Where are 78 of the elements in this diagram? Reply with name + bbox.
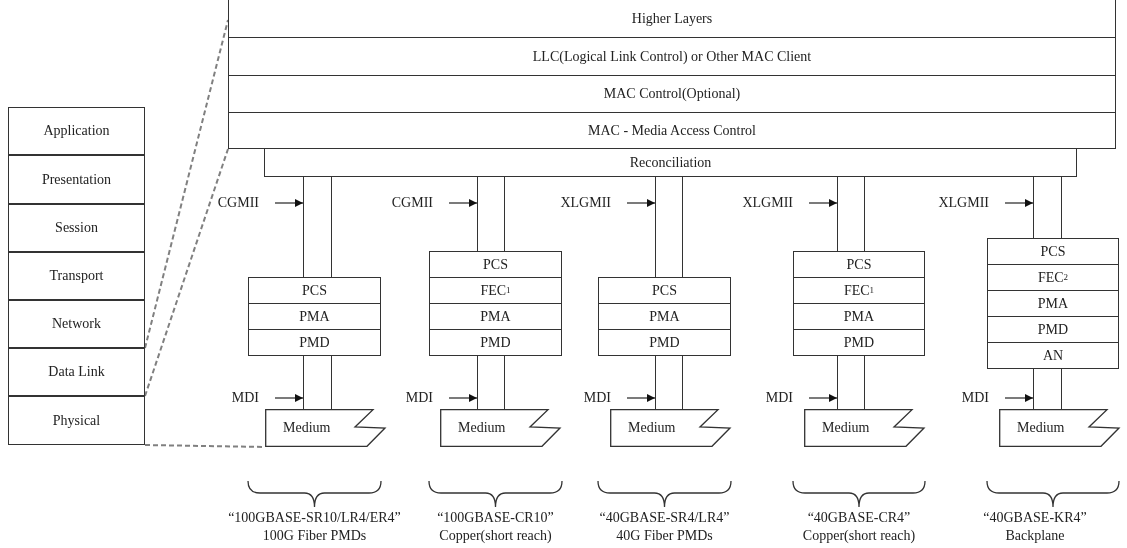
- interface-label: MDI: [913, 387, 989, 409]
- layer-band: Higher Layers: [228, 0, 1116, 38]
- interface-pipe: [303, 356, 332, 409]
- sublayer-box: PMA: [793, 303, 925, 330]
- medium-block: Medium: [804, 409, 924, 447]
- interface-pipe: [837, 356, 865, 409]
- arrow: [626, 394, 656, 402]
- medium-block: Medium: [610, 409, 730, 447]
- standard-name: “40GBASE-CR4”: [806, 510, 912, 526]
- interface-label: MDI: [535, 387, 611, 409]
- sublayer-box: PMD: [429, 329, 562, 356]
- arrow: [448, 199, 478, 207]
- arrow: [808, 394, 838, 402]
- osi-layer-box: Presentation: [8, 155, 145, 204]
- sublayer-box: PMD: [793, 329, 925, 356]
- arrow: [448, 394, 478, 402]
- interface-label: XLGMII: [717, 192, 793, 214]
- arrow: [808, 199, 838, 207]
- interface-pipe: [837, 177, 865, 251]
- interface-label: MDI: [717, 387, 793, 409]
- interface-label: XLGMII: [535, 192, 611, 214]
- arrow: [1004, 394, 1034, 402]
- sublayer-box: PMA: [248, 303, 381, 330]
- sublayer-box: FEC$^{2}$: [987, 264, 1119, 291]
- standard-description: Copper(short reach): [438, 528, 553, 544]
- interface-pipe: [1033, 177, 1062, 238]
- arrow: [1004, 199, 1034, 207]
- layer-band: MAC - Media Access Control: [228, 112, 1116, 149]
- sublayer-box: PMD: [598, 329, 731, 356]
- osi-layer-box: Application: [8, 107, 145, 155]
- interface-label: MDI: [357, 387, 433, 409]
- standard-name: “100GBASE-SR10/LR4/ER4”: [227, 510, 402, 526]
- sublayer-box: PCS: [793, 251, 925, 278]
- layer-band: MAC Control(Optional): [228, 75, 1116, 113]
- osi-layer-box: Session: [8, 204, 145, 252]
- sublayer-box: PCS: [429, 251, 562, 278]
- dashed-line: [144, 19, 229, 349]
- sublayer-box: PMA: [987, 290, 1119, 317]
- interface-pipe: [1033, 369, 1062, 409]
- standard-description: Backplane: [1004, 528, 1066, 544]
- arrow: [274, 199, 304, 207]
- interface-pipe: [477, 356, 505, 409]
- sublayer-box: PMA: [598, 303, 731, 330]
- osi-layer-box: Physical: [8, 396, 145, 445]
- standard-name: “40GBASE-KR4”: [982, 510, 1088, 526]
- osi-layer-box: Data Link: [8, 348, 145, 396]
- interface-pipe: [655, 177, 683, 277]
- interface-pipe: [477, 177, 505, 251]
- medium-block: Medium: [999, 409, 1119, 447]
- arrow: [274, 394, 304, 402]
- medium-block: Medium: [440, 409, 560, 447]
- interface-label: XLGMII: [913, 192, 989, 214]
- layer-band: LLC(Logical Link Control) or Other MAC Client: [228, 37, 1116, 76]
- sublayer-box: AN: [987, 342, 1119, 369]
- medium-block: Medium: [265, 409, 385, 447]
- sublayer-box: PCS: [248, 277, 381, 304]
- interface-pipe: [303, 177, 332, 277]
- sublayer-box: PMD: [987, 316, 1119, 343]
- arrow: [626, 199, 656, 207]
- layer-band: Reconciliation: [264, 148, 1077, 177]
- sublayer-box: PMD: [248, 329, 381, 356]
- sublayer-box: PCS: [598, 277, 731, 304]
- standard-description: 40G Fiber PMDs: [615, 528, 714, 544]
- sublayer-box: FEC$^{1}$: [793, 277, 925, 304]
- standard-name: “40GBASE-SR4/LR4”: [598, 510, 731, 526]
- dashed-line: [144, 148, 229, 397]
- interface-label: MDI: [183, 387, 259, 409]
- sublayer-box: PMA: [429, 303, 562, 330]
- osi-layer-box: Network: [8, 300, 145, 348]
- osi-layer-box: Transport: [8, 252, 145, 300]
- sublayer-box: PCS: [987, 238, 1119, 265]
- interface-pipe: [655, 356, 683, 409]
- standard-description: 100G Fiber PMDs: [261, 528, 368, 544]
- interface-label: CGMII: [183, 192, 259, 214]
- sublayer-box: FEC$^{1}$: [429, 277, 562, 304]
- interface-label: CGMII: [357, 192, 433, 214]
- standard-name: “100GBASE-CR10”: [436, 510, 555, 526]
- standard-description: Copper(short reach): [801, 528, 917, 544]
